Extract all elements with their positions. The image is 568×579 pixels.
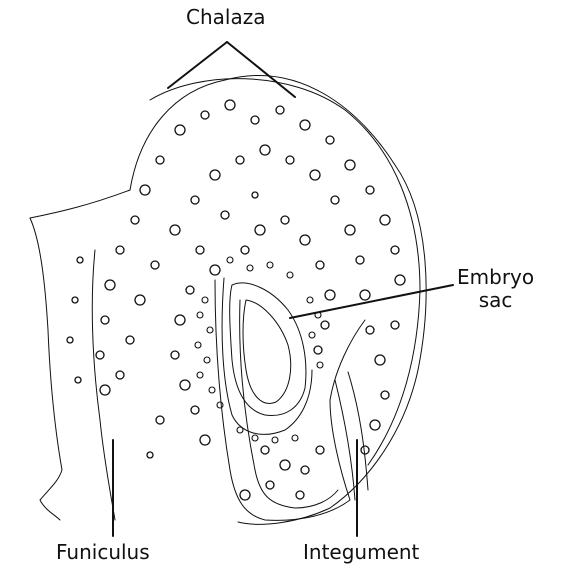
chalaza-label: Chalaza <box>186 6 265 29</box>
embryo-sac-leader <box>290 285 453 318</box>
embryo-sac-label: Embryo sac <box>457 266 534 312</box>
chalaza-leader-right <box>227 42 295 97</box>
embryo-sac-outline <box>230 283 306 416</box>
embryo-sac-inner <box>243 300 291 403</box>
funiculus-label: Funiculus <box>56 541 150 564</box>
embryo-sac-label-line1: Embryo <box>457 266 534 289</box>
integument-label: Integument <box>303 541 419 564</box>
embryo-sac-wall <box>222 278 312 434</box>
inner-integument-fold <box>215 280 365 520</box>
outer-integument-inner-line <box>150 79 420 465</box>
micropyle-channel <box>335 380 355 500</box>
funiculus-left-edge <box>30 218 62 520</box>
embryo-sac-label-line2: sac <box>457 289 534 312</box>
inner-integument-fold-inner <box>240 300 338 508</box>
